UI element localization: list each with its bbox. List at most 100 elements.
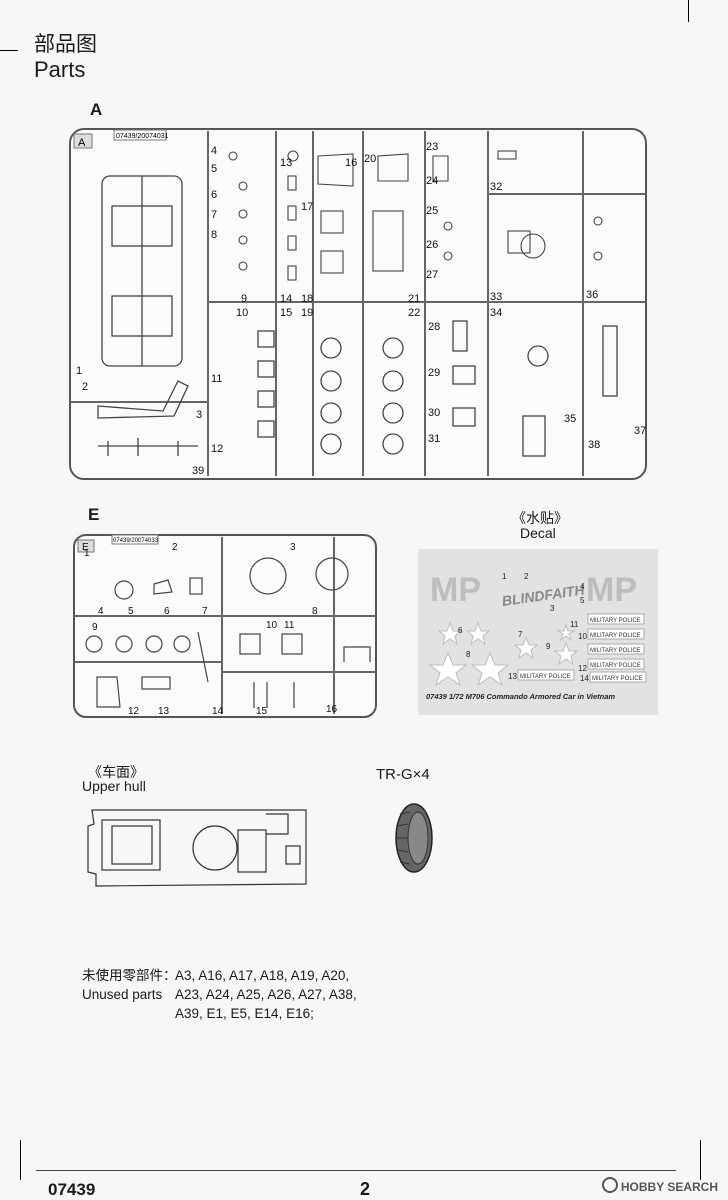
- part-number: 8: [211, 229, 217, 241]
- decal-mp-strip: MILITARY POLICE: [590, 618, 641, 624]
- decal-caption: 07439 1/72 M706 Commando Armored Car in …: [426, 692, 615, 701]
- upper-hull-label-cn: 《车面》: [88, 764, 144, 780]
- part-number: 7: [202, 606, 208, 617]
- sprue-a-tag: A: [78, 137, 86, 149]
- part-number: 15: [256, 706, 268, 717]
- decal-number: 14: [580, 674, 589, 683]
- part-number: 16: [345, 157, 357, 169]
- decal-number: 2: [524, 572, 529, 581]
- part-number: 11: [211, 373, 222, 385]
- part-number: 1: [84, 548, 90, 559]
- part-number: 33: [490, 291, 502, 303]
- decal-number: 3: [550, 604, 555, 613]
- decal-mp-strip: MILITARY POLICE: [590, 648, 641, 654]
- crop-mark: [700, 1140, 701, 1180]
- watermark-text: HOBBY SEARCH: [620, 1180, 718, 1194]
- part-number: 20: [364, 153, 376, 165]
- part-number: 15: [280, 307, 292, 319]
- part-number: 35: [564, 413, 576, 425]
- sprue-e-diagram: E 07439/20074033 1 2 3 4 5 6 7 8 9 10 11…: [73, 534, 377, 718]
- tire-label: TR-G×4: [376, 766, 430, 783]
- part-number: 24: [426, 175, 438, 187]
- part-number: 6: [211, 189, 217, 201]
- part-number: 19: [301, 307, 313, 319]
- unused-line-1: A3, A16, A17, A18, A19, A20,: [175, 968, 350, 983]
- decal-mp-strip: MILITARY POLICE: [590, 633, 641, 639]
- part-number: 7: [211, 209, 217, 221]
- decal-number: 1: [502, 572, 507, 581]
- part-number: 10: [266, 620, 278, 631]
- unused-label-en: Unused parts: [82, 987, 163, 1002]
- part-number: 30: [428, 407, 440, 419]
- part-number: 25: [426, 205, 438, 217]
- part-number: 2: [172, 542, 178, 553]
- part-number: 27: [426, 269, 438, 281]
- part-number: 36: [586, 289, 598, 301]
- part-number: 17: [301, 201, 313, 213]
- upper-hull-drawing: [87, 809, 307, 887]
- decal-mp-strip: MILITARY POLICE: [520, 674, 571, 680]
- crop-mark: [20, 1140, 21, 1180]
- sprue-e-letter: E: [88, 505, 100, 524]
- part-number: 12: [128, 706, 140, 717]
- unused-line-3: A39, E1, E5, E14, E16;: [175, 1006, 314, 1021]
- sprue-e-code: 07439/20074033: [113, 538, 159, 544]
- sprue-a-code: 07439/20074031: [116, 133, 169, 140]
- watermark-logo-icon: [601, 1177, 618, 1193]
- part-number: 28: [428, 321, 440, 333]
- part-number: 21: [408, 293, 420, 305]
- part-number: 10: [236, 307, 248, 319]
- decal-number: 4: [580, 582, 585, 591]
- decal-number: 5: [580, 596, 585, 605]
- upper-hull-label-en: Upper hull: [82, 778, 146, 794]
- sprue-a-diagram: A 07439/20074031: [69, 128, 647, 480]
- footer-rule: [36, 1170, 676, 1171]
- part-number: 8: [312, 606, 318, 617]
- tire-drawing: [395, 803, 433, 873]
- part-number: 3: [196, 409, 202, 421]
- part-number: 31: [428, 433, 440, 445]
- part-number: 4: [98, 606, 104, 617]
- part-number: 3: [290, 542, 296, 553]
- part-number: 13: [280, 157, 292, 169]
- part-number: 37: [634, 425, 646, 437]
- part-number: 12: [211, 443, 223, 455]
- decal-label-en: Decal: [520, 525, 556, 541]
- crop-mark: [688, 0, 689, 22]
- part-number: 39: [192, 465, 204, 477]
- part-number: 29: [428, 367, 440, 379]
- unused-label-cn: 未使用零部件：: [82, 968, 177, 983]
- decal-mp-right: MP: [586, 571, 637, 609]
- decal-number: 10: [578, 632, 587, 641]
- decal-mp-strip: MILITARY POLICE: [592, 676, 643, 682]
- page-title-en: Parts: [34, 57, 86, 82]
- part-number: 11: [284, 620, 295, 631]
- decal-number: 11: [570, 620, 579, 629]
- part-number: 6: [164, 606, 170, 617]
- sprue-a-letter: A: [90, 100, 103, 119]
- part-number: 18: [301, 293, 313, 305]
- part-number: 13: [158, 706, 170, 717]
- decal-mp-left: MP: [430, 571, 481, 609]
- unused-line-2: A23, A24, A25, A26, A27, A38,: [175, 987, 357, 1002]
- part-number: 38: [588, 439, 600, 451]
- footer-product-code: 07439: [48, 1180, 96, 1199]
- decal-number: 9: [546, 642, 551, 651]
- part-number: 4: [211, 145, 217, 157]
- decal-number: 7: [518, 630, 523, 639]
- part-number: 23: [426, 141, 438, 153]
- page-number: 2: [360, 1179, 371, 1199]
- part-number: 14: [212, 706, 224, 717]
- part-number: 1: [76, 365, 82, 377]
- decal-label-cn: 《水贴》: [512, 510, 568, 526]
- part-number: 14: [280, 293, 292, 305]
- part-number: 22: [408, 307, 420, 319]
- part-number: 32: [490, 181, 502, 193]
- sprue-e-tag: E: [82, 542, 89, 553]
- decal-number: 13: [508, 672, 517, 681]
- decal-number: 12: [578, 664, 587, 673]
- part-number: 9: [241, 293, 247, 305]
- part-number: 34: [490, 307, 502, 319]
- decal-mp-strip: MILITARY POLICE: [590, 663, 641, 669]
- decal-number: 6: [458, 626, 463, 635]
